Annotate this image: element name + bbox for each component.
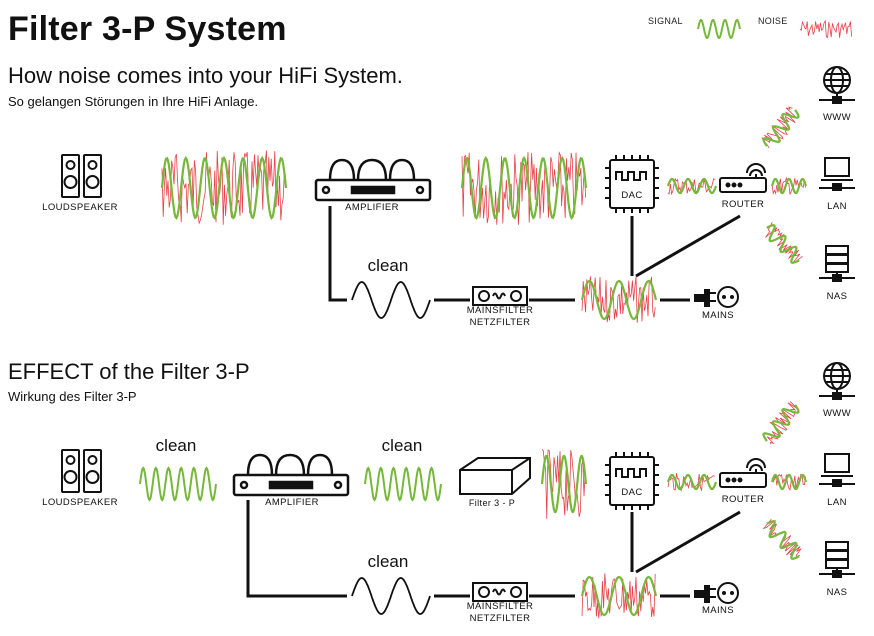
clean-label-mains: clean — [367, 552, 409, 571]
netzfilter-label-2: NETZFILTER — [469, 613, 531, 624]
legend-signal-wave — [697, 18, 741, 40]
router-icon — [719, 163, 767, 193]
section1-subheading: So gelangen Störungen in Ihre HiFi Anlag… — [8, 94, 259, 109]
noisy-link-dac-router-2-signal — [666, 473, 718, 491]
mains-label-2: MAINS — [701, 605, 735, 616]
clean-sine-mains — [351, 281, 431, 319]
noisy-link-router-lan-signal — [770, 177, 808, 195]
dac-icon — [605, 155, 659, 213]
noisy-link-router-nas-2-signal — [766, 520, 800, 560]
legend-signal-label: SIGNAL — [648, 16, 683, 26]
amplifier-icon-2 — [232, 453, 350, 497]
mainsfilter-label: MAINSFILTER — [466, 305, 534, 316]
clean-wave-speaker — [139, 466, 217, 502]
server-icon — [819, 245, 855, 282]
amplifier-label: AMPLIFIER — [345, 202, 399, 213]
noisy-wave-amp-noise — [461, 151, 586, 225]
dac-label-2: DAC — [621, 487, 643, 498]
section2-subheading: Wirkung des Filter 3-P — [8, 389, 137, 404]
dac-label: DAC — [621, 190, 643, 201]
legend-noise-wave — [799, 19, 852, 39]
noisy-wave-speaker-signal — [160, 155, 288, 220]
mains-label: MAINS — [701, 310, 735, 321]
noisy-link-router-www-signal — [762, 109, 800, 147]
clean-sine-mains-2 — [351, 577, 431, 615]
mainsfilter-icon-2 — [472, 582, 528, 602]
globe-icon — [819, 66, 855, 104]
amplifier-icon — [314, 158, 432, 202]
noisy-wave-mains-2-noise — [581, 573, 656, 619]
loudspeaker-label: LOUDSPEAKER — [42, 202, 118, 213]
globe-icon-2 — [819, 362, 855, 400]
filter3p-box-icon — [459, 457, 531, 495]
page-title: Filter 3-P System — [8, 10, 287, 48]
clean-label-amp: clean — [381, 436, 423, 455]
server-icon-2 — [819, 541, 855, 578]
noisy-link-router-www-2-signal — [762, 404, 800, 442]
connection-lines — [246, 206, 741, 598]
www-label-2: WWW — [822, 408, 852, 419]
mainsfilter-icon — [472, 286, 528, 306]
router-icon-2 — [719, 458, 767, 488]
loudspeaker-icon — [61, 154, 102, 198]
lan-label-2: LAN — [827, 497, 847, 508]
www-label: WWW — [822, 112, 852, 123]
lan-label: LAN — [827, 201, 847, 212]
filter3p-label: Filter 3 - P — [468, 498, 516, 508]
amplifier-label-2: AMPLIFIER — [265, 497, 319, 508]
noisy-link-router-nas-signal — [766, 224, 800, 264]
noisy-link-dac-router-signal — [666, 177, 718, 195]
noisy-wave-amp-signal — [460, 155, 588, 220]
nas-label: NAS — [826, 291, 848, 302]
mainsfilter-label-2: MAINSFILTER — [466, 601, 534, 612]
clean-wave-amp — [364, 466, 442, 502]
noisy-wave-mains-2-signal — [580, 575, 658, 617]
noisy-wave-filter-noise — [541, 449, 586, 519]
section2-heading: EFFECT of the Filter 3-P — [8, 359, 250, 384]
clean-label: clean — [367, 256, 409, 275]
laptop-icon — [819, 157, 855, 191]
legend-noise-label: NOISE — [758, 16, 788, 26]
mains-plug-icon — [694, 286, 739, 308]
loudspeaker-label-2: LOUDSPEAKER — [42, 497, 118, 508]
noisy-link-router-lan-2-signal — [770, 473, 808, 491]
router-label-2: ROUTER — [721, 494, 765, 505]
noisy-wave-filter-signal — [540, 454, 588, 514]
noisy-wave-mains-signal — [580, 279, 658, 321]
laptop-icon-2 — [819, 453, 855, 487]
clean-label-speaker: clean — [155, 436, 197, 455]
netzfilter-label: NETZFILTER — [469, 317, 531, 328]
router-label: ROUTER — [721, 199, 765, 210]
dac-icon-2 — [605, 452, 659, 510]
nas-label-2: NAS — [826, 587, 848, 598]
mains-plug-icon-2 — [694, 582, 739, 604]
section1-heading: How noise comes into your HiFi System. — [8, 63, 403, 88]
loudspeaker-icon-2 — [61, 449, 102, 493]
noisy-link-router-www-2-noise — [766, 401, 798, 445]
